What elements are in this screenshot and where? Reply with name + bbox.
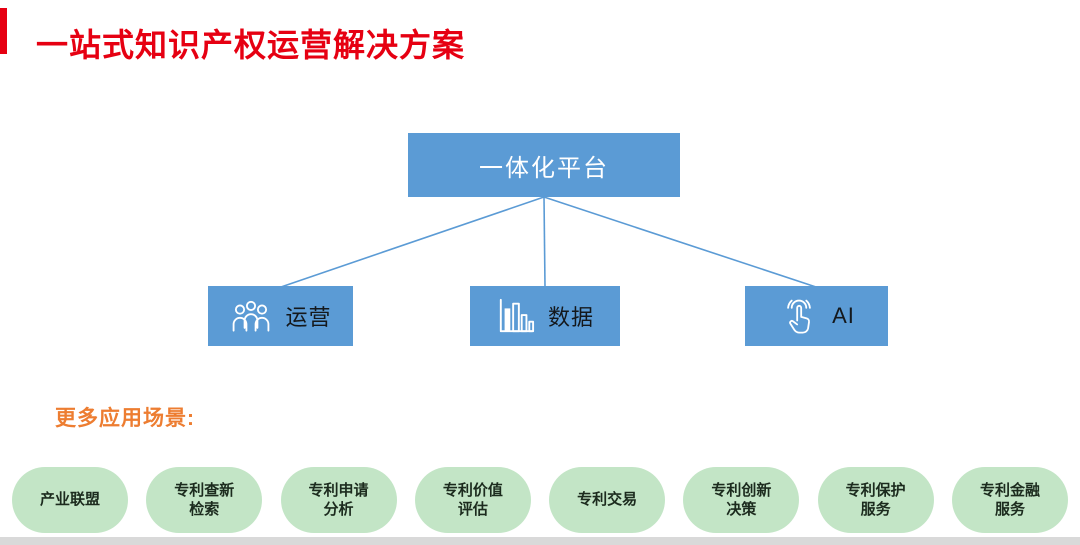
scenario-pill-industry-alliance: 产业联盟 bbox=[12, 467, 128, 533]
bar-chart-icon bbox=[496, 297, 536, 335]
scenario-pill-application-analysis: 专利申请 分析 bbox=[280, 467, 397, 533]
scenario-pill-finance-service: 专利金融 服务 bbox=[951, 467, 1068, 533]
scenario-pill-novelty-search: 专利查新 检索 bbox=[146, 467, 263, 533]
touch-icon bbox=[778, 296, 820, 336]
title-accent-bar bbox=[0, 8, 7, 54]
root-node-platform: 一体化平台 bbox=[408, 133, 680, 197]
child-node-label: 数据 bbox=[547, 305, 594, 330]
root-node-label: 一体化平台 bbox=[479, 154, 609, 182]
child-node-ai: AI bbox=[745, 286, 888, 346]
child-node-data: 数据 bbox=[470, 286, 620, 346]
scenario-pill-patent-trading: 专利交易 bbox=[549, 467, 666, 533]
slide-bottom-edge bbox=[0, 537, 1080, 545]
scenario-pill-value-assessment: 专利价值 评估 bbox=[414, 467, 531, 533]
child-node-label: AI bbox=[832, 303, 855, 328]
scenario-pill-row: 产业联盟 专利查新 检索 专利申请 分析 专利价值 评估 专利交易 专利创新 决… bbox=[0, 467, 1080, 533]
people-icon bbox=[229, 297, 273, 335]
child-node-label: 运营 bbox=[285, 305, 332, 330]
scenarios-heading: 更多应用场景: bbox=[55, 407, 195, 430]
page-title: 一站式知识产权运营解决方案 bbox=[36, 27, 466, 63]
scenario-pill-protection-service: 专利保护 服务 bbox=[817, 467, 934, 533]
child-node-operations: 运营 bbox=[208, 286, 353, 346]
scenario-pill-innovation-decision: 专利创新 决策 bbox=[683, 467, 800, 533]
